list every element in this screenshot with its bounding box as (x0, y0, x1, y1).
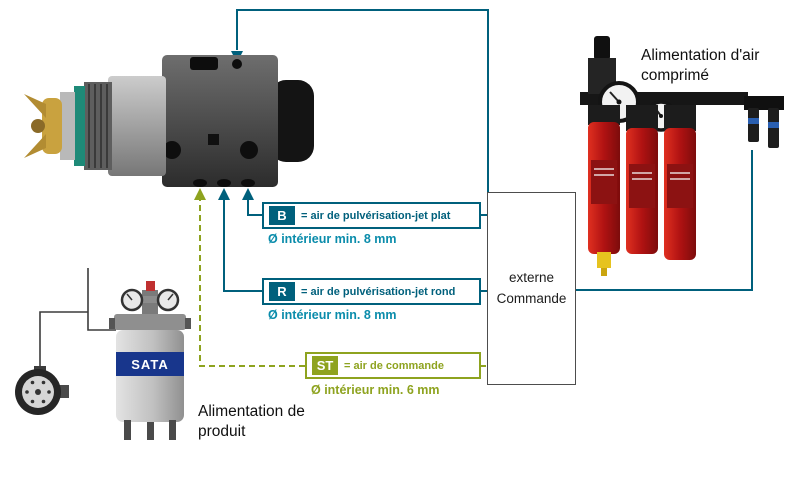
gun-top-port (232, 59, 242, 69)
connection-note-R: Ø intérieur min. 8 mm (268, 308, 397, 322)
gun-air-cap-horn-top (24, 94, 46, 118)
gun-nozzle-tip (31, 119, 45, 133)
gun-center-marking (208, 134, 219, 145)
gun-air-cap (42, 98, 62, 154)
product-supply-illustration: SATA (109, 281, 191, 440)
connection-note-B: Ø intérieur min. 8 mm (268, 232, 397, 246)
connection-label-ST: ST = air de commande (305, 352, 481, 379)
product-supply-title: Alimentation de produit (198, 403, 305, 441)
material-regulator-hub (35, 389, 41, 395)
connection-text-B: = air de pulvérisation-jet plat (301, 209, 451, 222)
filter-drain-yellow (597, 252, 611, 268)
air-regulator-knob (594, 36, 610, 60)
tank-legs (124, 420, 176, 440)
connection-text-R: = air de pulvérisation-jet rond (301, 285, 456, 298)
outlet-manifold (744, 96, 784, 110)
spray-gun-illustration (24, 55, 314, 187)
material-regulator-illustration (15, 366, 69, 415)
tank-brand-label: SATA (131, 357, 168, 372)
connection-text-ST: = air de commande (344, 359, 444, 372)
tank-lid (114, 314, 186, 330)
external-control-box: externe Commande (487, 192, 576, 385)
line-ST (199, 199, 305, 367)
product-line-main (87, 268, 116, 331)
connection-note-ST: Ø intérieur min. 6 mm (311, 383, 440, 397)
material-regulator-dots (25, 380, 51, 404)
external-control-line2: Commande (496, 290, 567, 306)
tank-gauge-right (156, 288, 180, 312)
arrow-B (242, 188, 254, 200)
connection-key-R: R (269, 282, 295, 301)
gun-front-barrel (108, 76, 166, 176)
outlet-coupling-1-blue (748, 118, 759, 124)
air-supply-unit-illustration (580, 36, 784, 276)
tank-regulator-cross (126, 296, 174, 303)
gun-teal-ring (74, 86, 85, 166)
tank-brand-band (116, 352, 184, 376)
connection-label-R: R = air de pulvérisation-jet rond (262, 278, 481, 305)
arrow-ST (194, 188, 206, 200)
filter-label-text-lines (594, 168, 690, 180)
filter-drain-tip (601, 268, 607, 276)
product-line-regulator (39, 311, 88, 369)
gun-side-port-left (163, 141, 181, 159)
line-R (223, 199, 262, 292)
connection-key-ST: ST (312, 356, 338, 375)
gun-knurl-lines (88, 84, 108, 168)
filter1-head (588, 105, 620, 125)
gun-top-port-slot (190, 57, 218, 70)
tank-clamp-right (185, 318, 191, 329)
gun-bottom-ports (193, 179, 255, 187)
gun-body (162, 55, 278, 187)
filter-label-bands (591, 160, 693, 208)
connection-lines (39, 9, 753, 369)
air-supply-line (575, 150, 753, 291)
tank-clamp-left (109, 318, 115, 329)
connection-key-B: B (269, 206, 295, 225)
outlet-coupling-2-blue (768, 122, 779, 128)
arrow-R (218, 188, 230, 200)
gun-rear-cap (270, 80, 314, 162)
filter2-head (626, 105, 658, 131)
tank-regulator-red-knob (146, 281, 155, 291)
gun-air-cap-horn-bottom (24, 134, 46, 158)
tank-gauge-left (120, 288, 144, 312)
filter3-head (664, 105, 696, 131)
outlet-coupling-1 (748, 108, 759, 142)
external-control-line1: externe (508, 270, 555, 286)
gun-collar (60, 92, 75, 160)
air-supply-title: Alimentation d'air comprimé (641, 47, 760, 85)
gun-side-port-right (240, 141, 258, 159)
control-line-top (236, 9, 489, 192)
line-B (247, 199, 262, 216)
connection-label-B: B = air de pulvérisation-jet plat (262, 202, 481, 229)
